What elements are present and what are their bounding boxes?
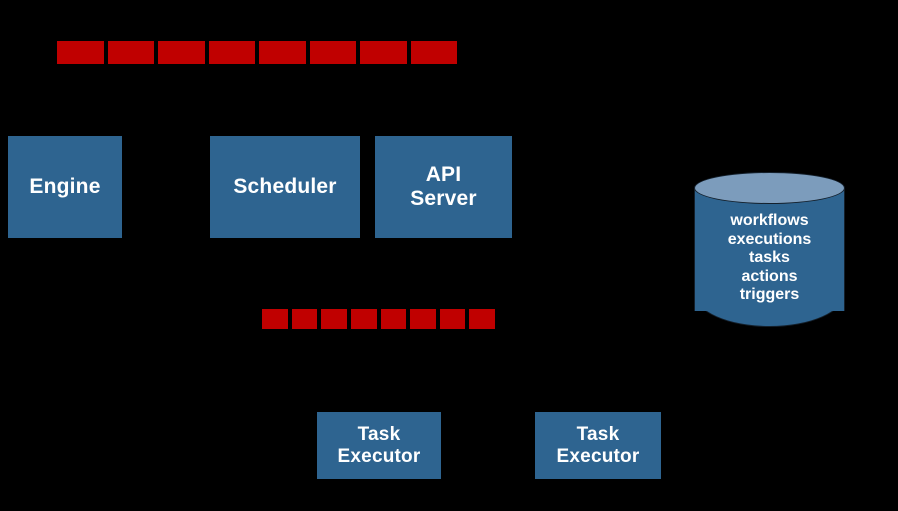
scheduler-box[interactable]: Scheduler <box>210 136 360 238</box>
message-bus-segment <box>469 309 495 329</box>
datastore-table-name: actions <box>741 267 798 285</box>
engine-box[interactable]: Engine <box>8 136 122 238</box>
message-bus-segment <box>439 309 466 329</box>
message-bus-segment <box>350 309 377 329</box>
cylinder-body-shape <box>694 188 845 311</box>
message-bus-segment <box>360 41 407 64</box>
message-bus-segment <box>262 309 288 329</box>
message-bus-segment <box>321 309 347 329</box>
message-bus-segment <box>380 309 407 329</box>
top-message-bus-bar <box>57 41 457 64</box>
datastore-table-name: workflows <box>730 212 809 229</box>
datastore-table-name: executions <box>727 230 812 248</box>
message-bus-segment <box>158 41 205 64</box>
message-bus-segment <box>57 41 104 64</box>
engine-box-label: Engine <box>29 175 101 199</box>
cylinder-top-ellipse <box>694 172 845 204</box>
message-bus-segment <box>107 41 154 64</box>
message-bus-segment <box>259 41 306 64</box>
message-bus-segment <box>291 309 318 329</box>
scheduler-box-label: Scheduler <box>233 175 337 199</box>
datastore-table-name: triggers <box>739 286 800 304</box>
message-bus-segment <box>410 309 436 329</box>
datastore-table-name: tasks <box>749 249 790 267</box>
message-bus-segment <box>309 41 356 64</box>
message-bus-segment <box>410 41 457 64</box>
message-bus-segment <box>208 41 255 64</box>
lower-message-bus-bar <box>262 309 495 329</box>
